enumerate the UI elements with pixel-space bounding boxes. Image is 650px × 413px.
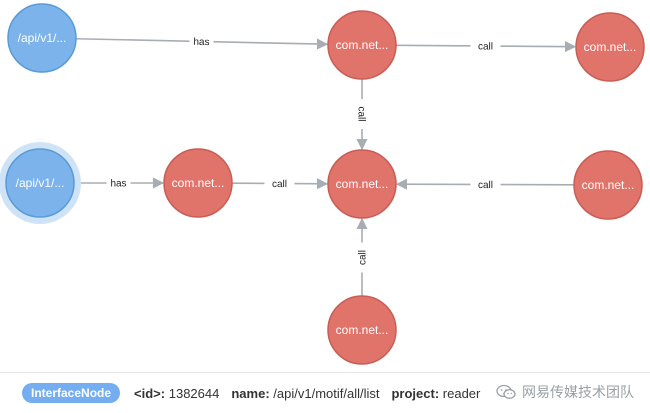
- node-project-key: project:: [391, 385, 440, 401]
- edge-n4-n5[interactable]: has: [74, 176, 165, 190]
- edge-label-background: [264, 176, 295, 190]
- nodes-layer: /api/v1/... com.net... com.net... /api/v1/.…: [0, 3, 645, 365]
- method-node-n5[interactable]: com.net...: [163, 148, 233, 218]
- node-label: com.net...: [336, 177, 389, 191]
- edge-label: call: [358, 250, 369, 265]
- edge-label-background: [470, 38, 501, 53]
- edge-label-group: call: [355, 242, 369, 273]
- node-name-property: name: /api/v1/motif/all/list: [231, 386, 379, 401]
- node-label: /api/v1/...: [16, 176, 65, 190]
- node-circle[interactable]: [163, 148, 233, 218]
- edge-label-group: has: [189, 34, 214, 48]
- edge-label-group: call: [470, 38, 501, 53]
- node-label: com.net...: [336, 323, 389, 337]
- node-label: com.net...: [172, 176, 225, 190]
- watermark-text: 网易传媒技术团队: [522, 384, 634, 400]
- node-label: com.net...: [336, 38, 389, 52]
- edge-n1-n2[interactable]: has: [75, 34, 329, 50]
- edge-label: call: [478, 41, 493, 52]
- node-circle[interactable]: [7, 3, 77, 73]
- node-label: com.net...: [582, 178, 635, 192]
- edge-label-group: call: [470, 177, 501, 191]
- graph-view[interactable]: has call call has call call call /api/v1/... co…: [0, 0, 650, 370]
- node-circle[interactable]: [5, 148, 75, 218]
- node-name-value: /api/v1/motif/all/list: [273, 385, 380, 401]
- node-id-value: 1382644: [168, 385, 220, 401]
- edge-label-group: call: [264, 176, 295, 190]
- edge-n5-n6[interactable]: call: [231, 176, 329, 190]
- api-node-n1[interactable]: /api/v1/...: [7, 3, 77, 73]
- method-node-n8[interactable]: com.net...: [327, 295, 397, 365]
- edges-layer: has call call has call call call: [74, 34, 577, 296]
- edge-label-background: [189, 34, 214, 48]
- edge-label-background: [470, 177, 501, 191]
- node-project-property: project: reader: [391, 386, 480, 401]
- node-circle[interactable]: [327, 295, 397, 365]
- node-project-value: reader: [442, 385, 481, 401]
- edge-n2-n6[interactable]: call: [356, 79, 370, 151]
- edge-label-background: [106, 176, 131, 189]
- method-node-n7[interactable]: com.net...: [573, 150, 643, 220]
- node-label: /api/v1/...: [18, 31, 67, 45]
- method-node-n3[interactable]: com.net...: [575, 12, 645, 82]
- api-node-n4[interactable]: /api/v1/...: [0, 142, 81, 224]
- edge-n8-n6[interactable]: call: [355, 217, 369, 296]
- edge-label: call: [272, 179, 287, 190]
- edge-label: call: [478, 180, 493, 191]
- edge-label-background: [355, 242, 368, 273]
- edge-label: has: [110, 179, 126, 190]
- method-node-n2[interactable]: com.net...: [327, 10, 397, 80]
- node-circle[interactable]: [575, 12, 645, 82]
- method-node-n6[interactable]: com.net...: [327, 149, 397, 219]
- node-type-badge[interactable]: InterfaceNode: [22, 383, 121, 403]
- node-id-property: <id>: 1382644: [134, 386, 219, 401]
- node-circle[interactable]: [327, 149, 397, 219]
- edge-label: call: [356, 106, 367, 121]
- edge-label: has: [193, 37, 209, 48]
- watermark: 网易传媒技术团队: [492, 380, 636, 404]
- wechat-icon: [496, 384, 516, 399]
- edge-label-group: call: [356, 99, 369, 129]
- node-circle[interactable]: [573, 150, 643, 220]
- edge-n7-n6[interactable]: call: [395, 177, 575, 191]
- edge-n2-n3[interactable]: call: [395, 38, 577, 53]
- node-circle[interactable]: [327, 10, 397, 80]
- edge-label-background: [356, 99, 369, 129]
- node-label: com.net...: [584, 40, 637, 54]
- node-id-key: <id>:: [134, 385, 166, 401]
- node-name-key: name:: [231, 385, 270, 401]
- edge-label-group: has: [106, 176, 131, 190]
